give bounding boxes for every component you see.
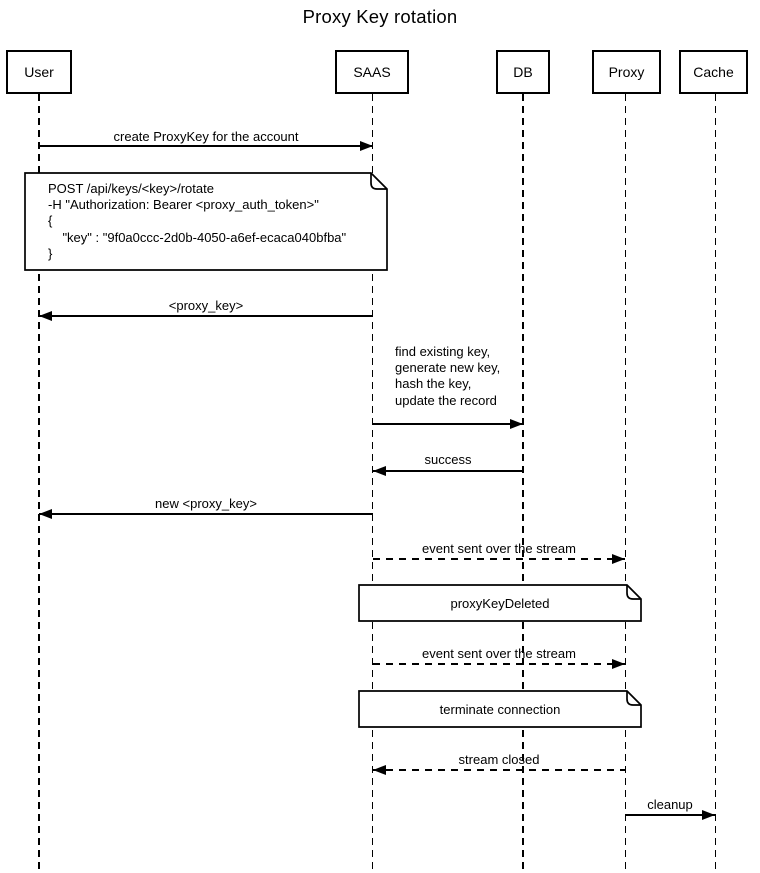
message-new-proxy-key-label: new <proxy_key> [155, 496, 257, 511]
note-shape-icon [358, 584, 642, 622]
message-event-stream-1-label: event sent over the stream [422, 541, 576, 556]
message-create-proxykey-label: create ProxyKey for the account [113, 129, 299, 144]
actor-saas-label: SAAS [353, 64, 391, 80]
note-terminate-connection: terminate connection [358, 690, 642, 728]
note-line: { [48, 213, 53, 229]
message-db-update-line1: find existing key, [395, 344, 491, 359]
actor-user-box: User [6, 50, 72, 94]
message-success-line [373, 470, 523, 472]
note-shape-icon [358, 690, 642, 728]
message-db-update-line3: hash the key, [395, 376, 472, 392]
message-cleanup-line [625, 814, 715, 816]
arrowhead-right-icon [510, 418, 523, 429]
message-event-stream-2-label: event sent over the stream [422, 646, 576, 661]
message-db-update-line4: update the record [395, 392, 497, 408]
message-proxy-key-return-label: <proxy_key> [168, 298, 244, 313]
message-event-stream-1-line [373, 558, 625, 560]
lifeline-user [38, 94, 40, 873]
note-terminate-connection-text: terminate connection [439, 701, 561, 717]
note-line: -H "Authorization: Bearer <proxy_auth_to… [48, 197, 319, 213]
note-shape-icon [24, 172, 388, 271]
note-line: POST /api/keys/<key>/rotate [48, 181, 214, 196]
arrowhead-left-icon [39, 310, 52, 321]
note-line: "key" : "9f0a0ccc-2d0b-4050-a6ef-ecaca04… [48, 229, 347, 245]
message-db-update-line [373, 423, 523, 425]
arrowhead-left-icon [373, 465, 386, 476]
message-db-update-label: find existing key, generate new key, has… [395, 344, 500, 409]
note-rotate-request: POST /api/keys/<key>/rotate -H "Authoriz… [24, 172, 388, 271]
message-success-label: success [424, 452, 472, 467]
message-event-stream-2-line [373, 663, 625, 665]
actor-db-label: DB [513, 64, 533, 80]
actor-cache-box: Cache [679, 50, 748, 94]
message-create-proxykey-line [39, 145, 373, 147]
lifeline-db [522, 94, 524, 873]
actor-proxy-label: Proxy [608, 64, 645, 80]
arrowhead-right-icon [612, 553, 625, 564]
lifeline-proxy [624, 94, 627, 873]
message-new-proxy-key-line [39, 513, 373, 515]
lifeline-saas [371, 94, 374, 873]
note-proxy-key-deleted: proxyKeyDeleted [358, 584, 642, 622]
actor-saas-box: SAAS [335, 50, 409, 94]
note-rotate-request-text: POST /api/keys/<key>/rotate -H "Authoriz… [48, 181, 346, 262]
arrowhead-right-icon [612, 658, 625, 669]
lifeline-cache [714, 94, 717, 873]
actor-db-box: DB [496, 50, 550, 94]
note-line: } [48, 245, 53, 261]
message-stream-closed-line [373, 769, 625, 771]
arrowhead-left-icon [373, 764, 386, 775]
note-proxy-key-deleted-text: proxyKeyDeleted [450, 595, 550, 611]
message-proxy-key-return-line [39, 315, 373, 317]
arrowhead-right-icon [360, 140, 373, 151]
message-cleanup-label: cleanup [647, 797, 693, 812]
message-stream-closed-label: stream closed [458, 752, 540, 767]
actor-cache-label: Cache [693, 64, 734, 80]
arrowhead-left-icon [39, 508, 52, 519]
actor-proxy-box: Proxy [592, 50, 661, 94]
actor-user-label: User [24, 64, 54, 80]
diagram-title: Proxy Key rotation [302, 6, 458, 27]
message-db-update-line2: generate new key, [395, 360, 501, 376]
arrowhead-right-icon [702, 809, 715, 820]
